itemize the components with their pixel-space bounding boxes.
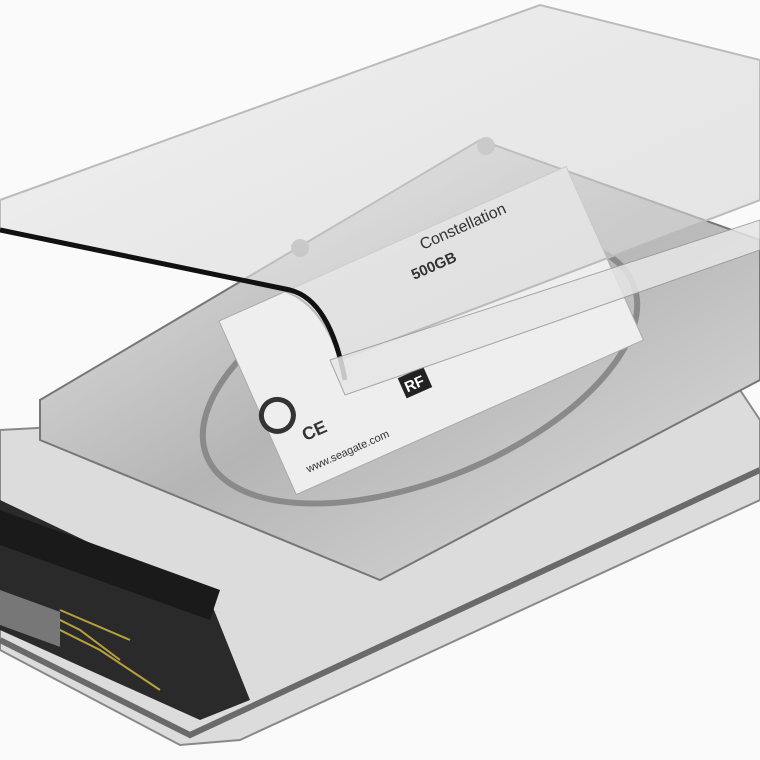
sata-connector [0, 510, 220, 620]
usb-port [0, 590, 60, 647]
lid-rail [329, 219, 760, 396]
base-edge [0, 467, 760, 739]
seagate-logo [258, 396, 296, 434]
label-rf-mark: RF [402, 373, 427, 397]
